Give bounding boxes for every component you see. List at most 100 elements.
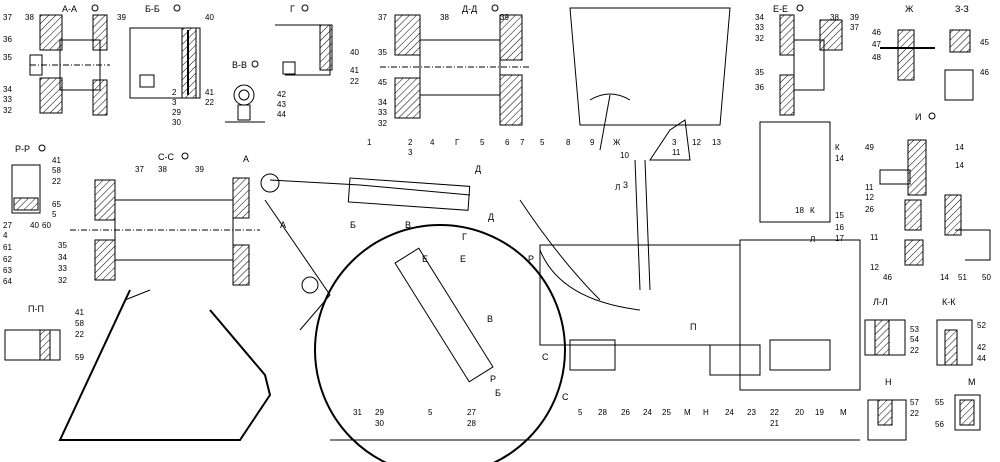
main-section-markers: А А Б Б В В Д Д Г Е Е Р Р С С П 3 (243, 154, 696, 402)
callout: 36 (3, 35, 12, 44)
callout: 35 (3, 53, 12, 62)
marker: Р (490, 374, 496, 384)
callout: 41 (52, 156, 61, 165)
callout: 44 (277, 110, 286, 119)
section-i-title: И (915, 112, 921, 122)
callout: 5 (540, 138, 545, 147)
marker: А (243, 154, 249, 164)
callout: 24 (725, 408, 734, 417)
callout: 24 (643, 408, 652, 417)
callout: 50 (982, 273, 991, 282)
section-kk-title: К-К (942, 297, 956, 307)
callout: 11 (865, 183, 874, 192)
callout: 54 (910, 335, 919, 344)
callout: 41 (350, 66, 359, 75)
callout: 45 (980, 38, 989, 47)
section-n-title: Н (885, 377, 892, 387)
callout: 34 (378, 98, 387, 107)
section-pp: П-П 41 58 22 59 (4, 304, 84, 362)
section-aa: А-А (29, 4, 110, 116)
cab-outline (569, 7, 731, 161)
callout: 29 (172, 108, 181, 117)
callout: 46 (883, 273, 892, 282)
callout: 56 (935, 420, 944, 429)
callout: 22 (205, 98, 214, 107)
marker: В (405, 220, 411, 230)
callout: 27 (467, 408, 476, 417)
callout: 14 (940, 273, 949, 282)
marker: 3 (623, 180, 628, 190)
marker: П (690, 322, 696, 332)
callout: 34 (58, 253, 67, 262)
callout: М (684, 408, 691, 417)
section-ll-title: Л-Л (873, 297, 888, 307)
callout: 13 (712, 138, 721, 147)
callout: 25 (662, 408, 671, 417)
section-ss-title: С-С (158, 152, 174, 162)
callout: 58 (52, 166, 61, 175)
section-m: М 55 56 (935, 377, 981, 431)
callout: 59 (75, 353, 84, 362)
callout: 58 (75, 319, 84, 328)
callout: 39 (850, 13, 859, 22)
marker: Е (422, 254, 428, 264)
callout: 2 (408, 138, 413, 147)
callout: 3 (408, 148, 413, 157)
callout: 60 (42, 221, 51, 230)
callout: 32 (378, 119, 387, 128)
callout: 33 (3, 95, 12, 104)
marker: Р (528, 254, 534, 264)
callout: 34 (3, 85, 12, 94)
callout: 16 (835, 223, 844, 232)
marker: Г (462, 232, 467, 242)
section-ee-title: Е-Е (773, 4, 788, 14)
callout: 3 (672, 138, 677, 147)
callout: 37 (378, 13, 387, 22)
callout: 38 (158, 165, 167, 174)
callout: 38 (440, 13, 449, 22)
callout: Л (615, 183, 620, 192)
callout: 14 (835, 154, 844, 163)
section-vv: В-В 42 43 44 (225, 60, 286, 123)
callout: 11 (870, 233, 879, 242)
callout: 35 (755, 68, 764, 77)
callout: 40 (205, 13, 214, 22)
callout: 22 (350, 77, 359, 86)
callout: 33 (378, 108, 387, 117)
section-aa-labels: 37 38 39 36 35 34 33 32 (3, 13, 126, 115)
callout: 20 (795, 408, 804, 417)
marker: В (487, 314, 493, 324)
callout: 12 (870, 263, 879, 272)
marker: Е (460, 254, 466, 264)
callout: 28 (467, 419, 476, 428)
section-ss: С-С 37 38 39 35 34 33 32 (58, 152, 260, 286)
callout: 7 (520, 138, 525, 147)
callout: 12 (692, 138, 701, 147)
callout: К (835, 143, 840, 152)
callout: 18 (795, 206, 804, 215)
callout: 44 (977, 354, 986, 363)
callout: 9 (590, 138, 595, 147)
callout: 46 (872, 28, 881, 37)
callout: 22 (52, 177, 61, 186)
callout: 26 (621, 408, 630, 417)
callout: 23 (747, 408, 756, 417)
callout: 22 (770, 408, 779, 417)
callout: Н (703, 408, 709, 417)
section-i: И 14 49 11 12 26 14 11 12 46 14 51 50 (865, 112, 991, 282)
section-m-title: М (968, 377, 976, 387)
section-dd-title: Д-Д (462, 4, 477, 14)
section-zh-title: Ж (905, 4, 914, 14)
callout: 40 (350, 48, 359, 57)
callout: 36 (755, 83, 764, 92)
callout: 48 (872, 53, 881, 62)
section-g: Г 40 41 22 (275, 4, 359, 86)
callout: 19 (815, 408, 824, 417)
callout: 30 (172, 118, 181, 127)
callout: 53 (910, 325, 919, 334)
callout: 47 (872, 40, 881, 49)
callout: 22 (910, 346, 919, 355)
callout: 32 (3, 106, 12, 115)
callout: 64 (3, 277, 12, 286)
